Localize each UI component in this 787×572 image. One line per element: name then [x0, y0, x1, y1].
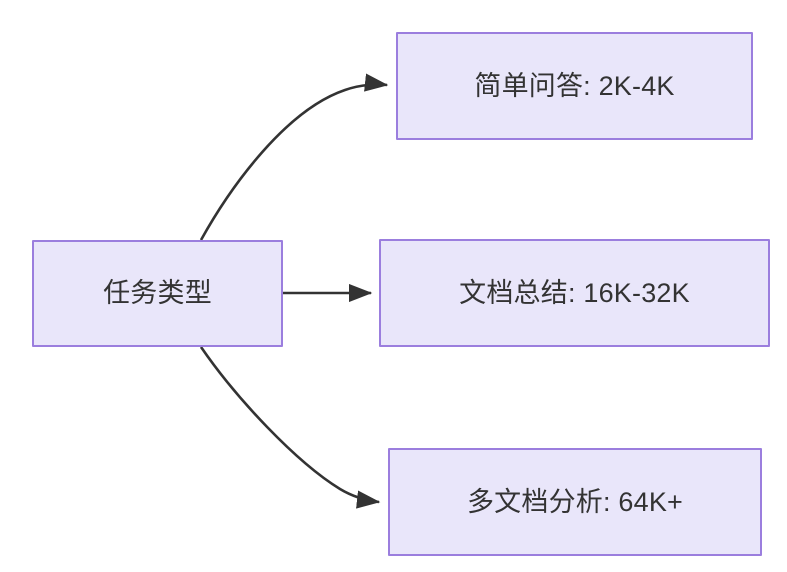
node-simple-qa[interactable]: 简单问答: 2K-4K	[396, 32, 753, 140]
node-simple-qa-label: 简单问答: 2K-4K	[474, 70, 675, 101]
edge-root-to-simple-qa	[199, 73, 389, 241]
node-multi-doc-label: 多文档分析: 64K+	[466, 486, 683, 517]
node-doc-summary-label: 文档总结: 16K-32K	[459, 277, 690, 308]
node-task-type[interactable]: 任务类型	[32, 240, 283, 347]
edge-root-to-multi-doc	[199, 346, 381, 509]
node-task-type-label: 任务类型	[103, 278, 212, 309]
node-doc-summary[interactable]: 文档总结: 16K-32K	[379, 239, 770, 347]
node-multi-doc[interactable]: 多文档分析: 64K+	[388, 448, 762, 556]
